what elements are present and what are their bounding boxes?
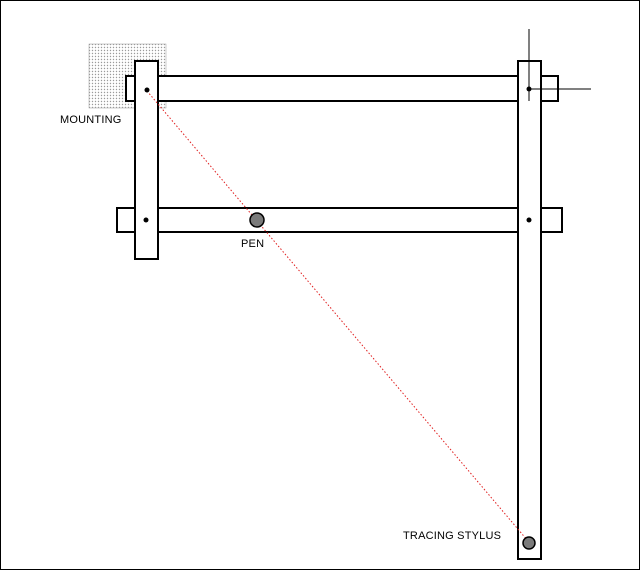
pivot-middle-left	[143, 217, 149, 223]
pivot-middle-right	[526, 217, 532, 223]
tracing-stylus-marker	[522, 536, 536, 550]
top-horizontal-bar	[125, 75, 559, 102]
left-vertical-bar	[134, 60, 159, 260]
tracing-line	[146, 90, 529, 542]
middle-horizontal-bar	[116, 207, 563, 233]
pivot-top-left	[144, 87, 150, 93]
right-vertical-bar	[517, 60, 542, 560]
pen-label: PEN	[241, 238, 265, 250]
tracing-stylus-label: TRACING STYLUS	[403, 530, 502, 542]
pen-marker	[249, 212, 265, 228]
mounting-label: MOUNTING	[60, 114, 122, 126]
pivot-top-right	[526, 86, 532, 92]
